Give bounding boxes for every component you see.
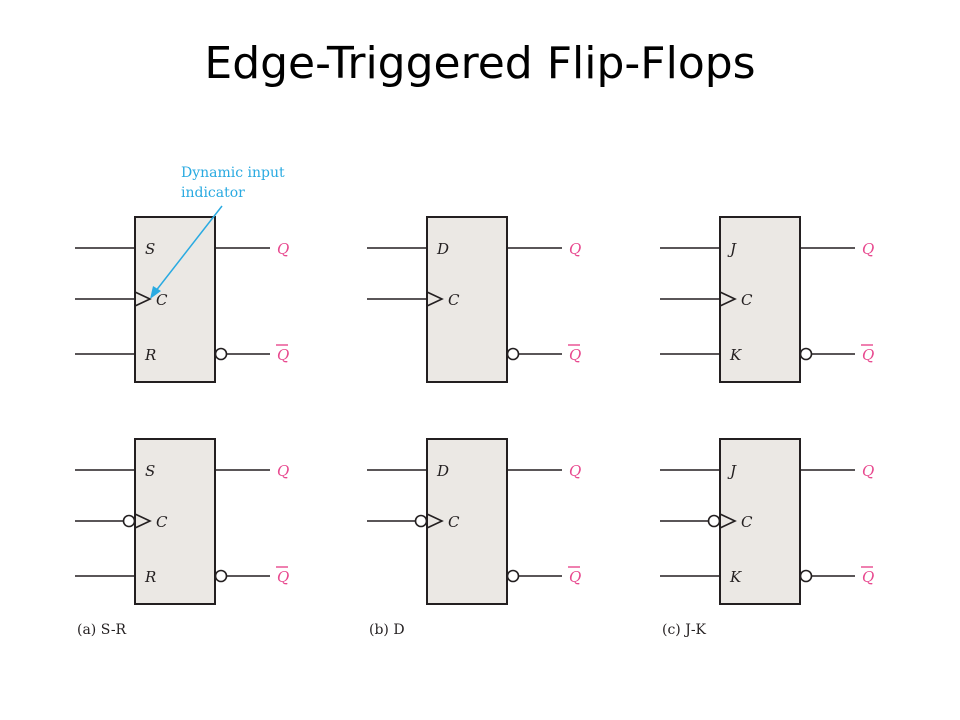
jk-neg-qbar-inversion-bubble [799,569,813,583]
sr-pos-pin-label-top: S [145,240,155,258]
d-pos-qbar-output-label: Q [569,346,581,364]
sr-neg-pin-label-bottom: R [144,568,156,586]
caption-sr: (a) S-R [77,622,127,638]
d-neg-pin-label-top: D [436,462,449,480]
d-neg-pin-label-clock: C [448,513,460,531]
jk-neg-clock-inversion-bubble [707,514,721,528]
annotation-arrowhead [150,286,161,299]
sr-neg-dynamic-input-indicator [134,513,152,529]
sr-neg-qbar-inversion-bubble [214,569,228,583]
jk-pos-pin-label-bottom: K [729,346,742,364]
jk-neg-pin-label-top: J [727,462,737,480]
d-pos-qbar-inversion-bubble [506,347,520,361]
sr-neg-clock-inversion-bubble [122,514,136,528]
annotation-label-line1: Dynamic input [181,165,285,181]
caption-jk: (c) J-K [662,622,707,638]
slide-title: Edge-Triggered Flip-Flops [204,38,756,89]
d-neg-clock-inversion-bubble [414,514,428,528]
sr-pos-pin-label-clock: C [156,291,168,309]
sr-neg-qbar-output-label: Q [277,568,289,586]
d-neg-q-output-label: Q [569,462,581,480]
jk-neg-q-output-label: Q [862,462,874,480]
jk-pos-pin-label-top: J [727,240,737,258]
jk-neg-qbar-output-label: Q [862,568,874,586]
d-pos-dynamic-input-indicator [426,291,444,307]
jk-pos-dynamic-input-indicator [719,291,737,307]
annotation-label-line2: indicator [181,185,245,201]
d-neg-qbar-output-label: Q [569,568,581,586]
jk-pos-pin-label-clock: C [741,291,753,309]
caption-d: (b) D [369,622,405,638]
sr-pos-qbar-inversion-bubble [214,347,228,361]
jk-pos-qbar-inversion-bubble [799,347,813,361]
sr-pos-pin-label-bottom: R [144,346,156,364]
d-pos-pin-label-clock: C [448,291,460,309]
sr-pos-q-output-label: Q [277,240,289,258]
annotation-pointer-line [154,205,223,293]
d-neg-qbar-inversion-bubble [506,569,520,583]
jk-pos-qbar-output-label: Q [862,346,874,364]
jk-pos-q-output-label: Q [862,240,874,258]
sr-neg-q-output-label: Q [277,462,289,480]
d-neg-dynamic-input-indicator [426,513,444,529]
sr-pos-qbar-output-label: Q [277,346,289,364]
jk-neg-pin-label-clock: C [741,513,753,531]
sr-neg-pin-label-clock: C [156,513,168,531]
d-pos-pin-label-top: D [436,240,449,258]
jk-neg-dynamic-input-indicator [719,513,737,529]
sr-neg-pin-label-top: S [145,462,155,480]
d-pos-q-output-label: Q [569,240,581,258]
jk-neg-pin-label-bottom: K [729,568,742,586]
